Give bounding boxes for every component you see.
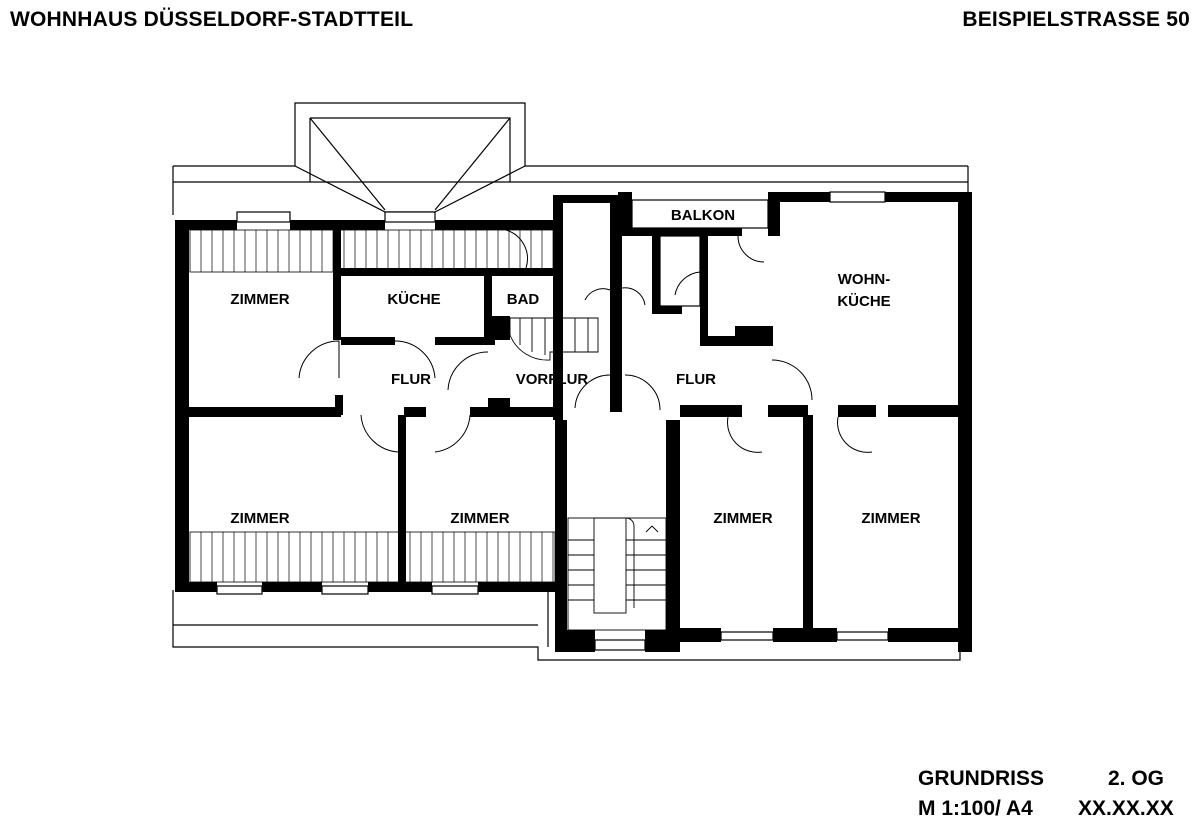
street-address: BEISPIELSTRASSE 50 (962, 8, 1190, 31)
sloped-roof-hatch (189, 229, 556, 583)
room-label-flur: FLUR (391, 371, 431, 388)
room-label-bad: BAD (507, 291, 540, 308)
plan-label: GRUNDRISS (918, 767, 1045, 790)
room-label-zimmer: ZIMMER (230, 291, 289, 308)
floor-label: 2. OG (1108, 767, 1165, 790)
room-label-zimmer-s: ZIMMER (450, 510, 509, 527)
date-label: XX.XX.XX (1078, 797, 1174, 820)
room-label-kueche: KÜCHE (387, 291, 440, 308)
balcony-outline (631, 199, 769, 229)
room-label-zimmer-se2: ZIMMER (861, 510, 920, 527)
scale-label: M 1:100/ A4 (918, 797, 1033, 820)
room-label-zimmer-sw: ZIMMER (230, 510, 289, 527)
door-swings (298, 229, 873, 453)
room-label-kueche-2: KÜCHE (837, 293, 890, 310)
plan-info-row-1: GRUNDRISS 2. OG (918, 767, 1164, 791)
room-label-wohn: WOHN- (838, 271, 891, 288)
room-label-vorflur: VORFLUR (516, 371, 589, 388)
plan-info-row-2: M 1:100/ A4 XX.XX.XX (918, 797, 1174, 821)
staircase (509, 317, 667, 631)
room-label-zimmer-se1: ZIMMER (713, 510, 772, 527)
windows (216, 191, 889, 651)
walls (175, 192, 972, 652)
room-label-balkon: BALKON (671, 207, 735, 224)
room-label-flur-right: FLUR (676, 371, 716, 388)
drawing-title: WOHNHAUS DÜSSELDORF-STADTTEIL (10, 8, 414, 31)
